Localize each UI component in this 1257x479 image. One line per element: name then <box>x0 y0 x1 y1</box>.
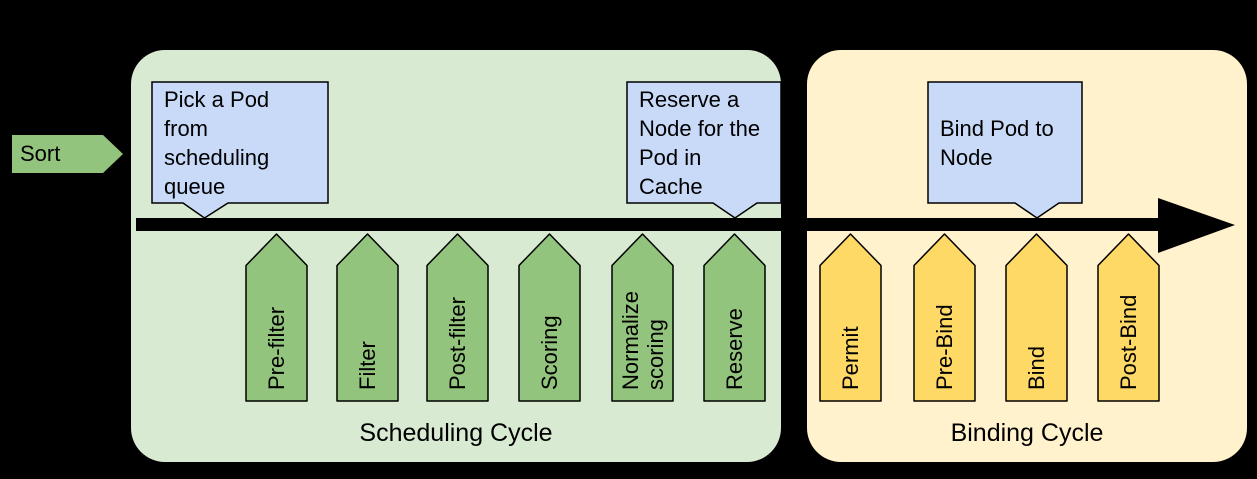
up-arrow-icon <box>703 233 766 402</box>
up-arrow-icon <box>1097 233 1160 402</box>
speech-bubble-icon <box>927 81 1083 219</box>
extension-point-post-filter: Post-filter <box>426 233 489 402</box>
extension-point-bind: Bind <box>1005 233 1068 402</box>
up-arrow-icon <box>1005 233 1068 402</box>
extension-point-label: Scoring <box>537 315 562 390</box>
extension-point-label: Normalize scoring <box>617 290 668 390</box>
extension-point-label: Post-filter <box>445 297 470 390</box>
extension-point-pre-filter: Pre-filter <box>245 233 308 402</box>
extension-point-label: Bind <box>1024 345 1049 390</box>
extension-point-label: Pre-Bind <box>932 304 957 390</box>
sort-step-arrow: Sort <box>12 135 123 173</box>
up-arrow-icon <box>426 233 489 402</box>
callout-bind-pod: Bind Pod to Node <box>927 81 1083 219</box>
callout-reserve-node: Reserve a Node for the Pod in Cache <box>626 81 782 219</box>
callout-text: Bind Pod to Node <box>940 115 1054 170</box>
extension-point-label: Permit <box>838 326 863 390</box>
extension-point-pre-bind: Pre-Bind <box>913 233 976 402</box>
extension-point-label: Reserve <box>722 308 747 390</box>
extension-point-permit: Permit <box>819 233 882 402</box>
callout-pick-pod: Pick a Pod from scheduling queue <box>151 81 329 219</box>
callout-text: Pick a Pod from scheduling queue <box>164 86 270 199</box>
up-arrow-icon <box>611 233 674 402</box>
extension-point-reserve: Reserve <box>703 233 766 402</box>
speech-bubble-icon <box>151 81 329 219</box>
scheduling-cycle-label: Scheduling Cycle <box>359 419 553 447</box>
up-arrow-icon <box>245 233 308 402</box>
extension-point-label: Pre-filter <box>264 306 289 390</box>
timeline-arrow <box>136 198 1235 253</box>
extension-point-post-bind: Post-Bind <box>1097 233 1160 402</box>
extension-point-filter: Filter <box>336 233 399 402</box>
extension-point-label: Filter <box>355 341 380 390</box>
binding-cycle-label: Binding Cycle <box>950 419 1104 447</box>
up-arrow-icon <box>518 233 581 402</box>
up-arrow-icon <box>336 233 399 402</box>
callout-text: Reserve a Node for the Pod in Cache <box>639 86 761 199</box>
extension-point-label: Post-Bind <box>1116 294 1141 390</box>
extension-point-normalize-scoring: Normalize scoring <box>611 233 674 402</box>
extension-point-scoring: Scoring <box>518 233 581 402</box>
speech-bubble-icon <box>626 81 782 219</box>
up-arrow-icon <box>819 233 882 402</box>
up-arrow-icon <box>913 233 976 402</box>
sort-label: Sort <box>20 141 61 166</box>
